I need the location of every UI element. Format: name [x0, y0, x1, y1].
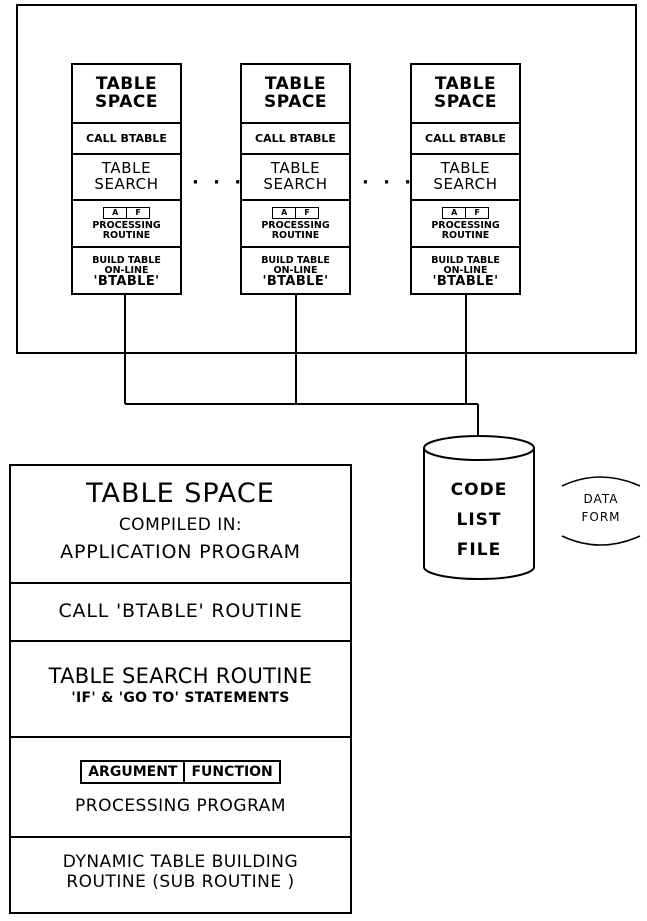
build-line-2: ON-LINE	[104, 264, 149, 276]
af-f: F	[295, 207, 317, 218]
ellipsis-1: · · ·	[192, 172, 246, 193]
search-line-2: SEARCH	[263, 175, 328, 193]
btable-label: 'BTABLE'	[262, 274, 329, 290]
table-space-line-2: SPACE	[434, 91, 497, 112]
search-line-1: TABLE	[440, 159, 491, 178]
argument-label: ARGUMENT	[88, 764, 178, 780]
table-space-line-2: SPACE	[95, 91, 158, 112]
build-line-1: BUILD TABLE	[261, 255, 330, 267]
detail-dynamic-cell: DYNAMIC TABLE BUILDING ROUTINE (SUB ROUT…	[11, 836, 350, 916]
table-space-line-2: SPACE	[264, 91, 327, 112]
btable-label: 'BTABLE'	[93, 274, 160, 290]
processing-line-1: PROCESSING	[92, 219, 161, 231]
module-call: CALL BTABLE	[73, 122, 180, 153]
table-space-detail: TABLE SPACE COMPILED IN: APPLICATION PRO…	[9, 464, 352, 914]
data-form-line-1: DATA	[583, 492, 619, 506]
module-call: CALL BTABLE	[242, 122, 349, 153]
detail-search-sub: 'IF' & 'GO TO' STATEMENTS	[71, 690, 290, 706]
build-line-1: BUILD TABLE	[92, 255, 161, 267]
table-space-line-1: TABLE	[434, 73, 497, 94]
call-btable-label: CALL BTABLE	[255, 131, 336, 145]
data-form-arcs	[561, 476, 641, 546]
processing-line-2: ROUTINE	[102, 229, 151, 241]
table-space-line-1: TABLE	[264, 73, 327, 94]
data-form-line-2: FORM	[581, 510, 621, 524]
detail-compiled-in: COMPILED IN:	[118, 515, 243, 535]
detail-processing: PROCESSING PROGRAM	[75, 796, 286, 816]
ellipsis-2: · · ·	[362, 172, 416, 193]
build-line-2: ON-LINE	[273, 264, 318, 276]
search-line-2: SEARCH	[94, 175, 159, 193]
argument-function-box: ARGUMENT FUNCTION	[80, 760, 281, 784]
af-a: A	[112, 207, 119, 217]
processing-line-1: PROCESSING	[431, 219, 500, 231]
detail-application: APPLICATION PROGRAM	[60, 541, 301, 563]
table-space-line-1: TABLE	[95, 73, 158, 94]
af-f: F	[465, 207, 487, 218]
build-line-1: BUILD TABLE	[431, 255, 500, 267]
search-line-1: TABLE	[101, 159, 152, 178]
af-f: F	[126, 207, 148, 218]
detail-header: TABLE SPACE COMPILED IN: APPLICATION PRO…	[11, 466, 350, 582]
btable-label: 'BTABLE'	[432, 274, 499, 290]
af-a: A	[451, 207, 458, 217]
call-btable-label: CALL BTABLE	[86, 131, 167, 145]
af-a: A	[281, 207, 288, 217]
detail-call: CALL 'BTABLE' ROUTINE	[58, 600, 303, 622]
code-list-file-cylinder	[423, 435, 535, 580]
detail-call-cell: CALL 'BTABLE' ROUTINE	[11, 582, 350, 640]
detail-search-cell: TABLE SEARCH ROUTINE 'IF' & 'GO TO' STAT…	[11, 640, 350, 736]
module-call: CALL BTABLE	[412, 122, 519, 153]
build-line-2: ON-LINE	[443, 264, 488, 276]
data-form-label: DATA FORM	[562, 490, 640, 526]
file-line-2: LIST	[456, 510, 502, 530]
detail-dynamic-1: DYNAMIC TABLE BUILDING	[62, 852, 299, 872]
detail-search-title: TABLE SEARCH ROUTINE	[48, 664, 313, 688]
processing-line-2: ROUTINE	[441, 229, 490, 241]
file-line-1: CODE	[450, 480, 508, 500]
detail-title: TABLE SPACE	[86, 478, 275, 509]
code-list-file-label: CODE LIST FILE	[424, 475, 534, 565]
function-label: FUNCTION	[183, 762, 278, 782]
search-line-1: TABLE	[270, 159, 321, 178]
processing-line-1: PROCESSING	[261, 219, 330, 231]
detail-dynamic-2: ROUTINE (SUB ROUTINE )	[66, 872, 295, 892]
processing-line-2: ROUTINE	[271, 229, 320, 241]
search-line-2: SEARCH	[433, 175, 498, 193]
call-btable-label: CALL BTABLE	[425, 131, 506, 145]
file-line-3: FILE	[456, 540, 502, 560]
detail-processing-cell: ARGUMENT FUNCTION PROCESSING PROGRAM	[11, 736, 350, 836]
